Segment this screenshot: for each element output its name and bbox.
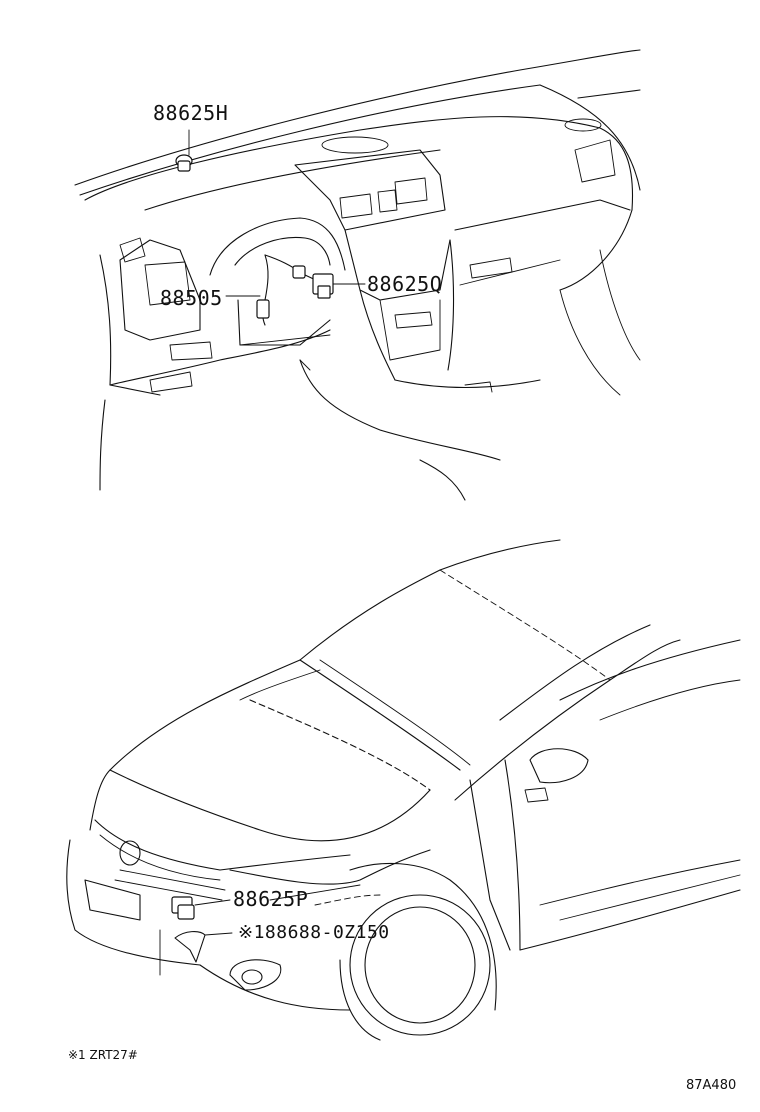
part-label-88505[interactable]: 88505	[160, 286, 223, 310]
part-label-88625h[interactable]: 88625H	[153, 101, 229, 125]
part-label-88625q[interactable]: 88625Q	[367, 272, 443, 296]
figure-code: 87A480	[686, 1078, 737, 1093]
part-label-88688-0z150[interactable]: ※188688-0Z150	[238, 922, 390, 943]
footnote: ※1 ZRT27#	[68, 1048, 138, 1062]
part-label-88625p[interactable]: 88625P	[233, 887, 309, 911]
